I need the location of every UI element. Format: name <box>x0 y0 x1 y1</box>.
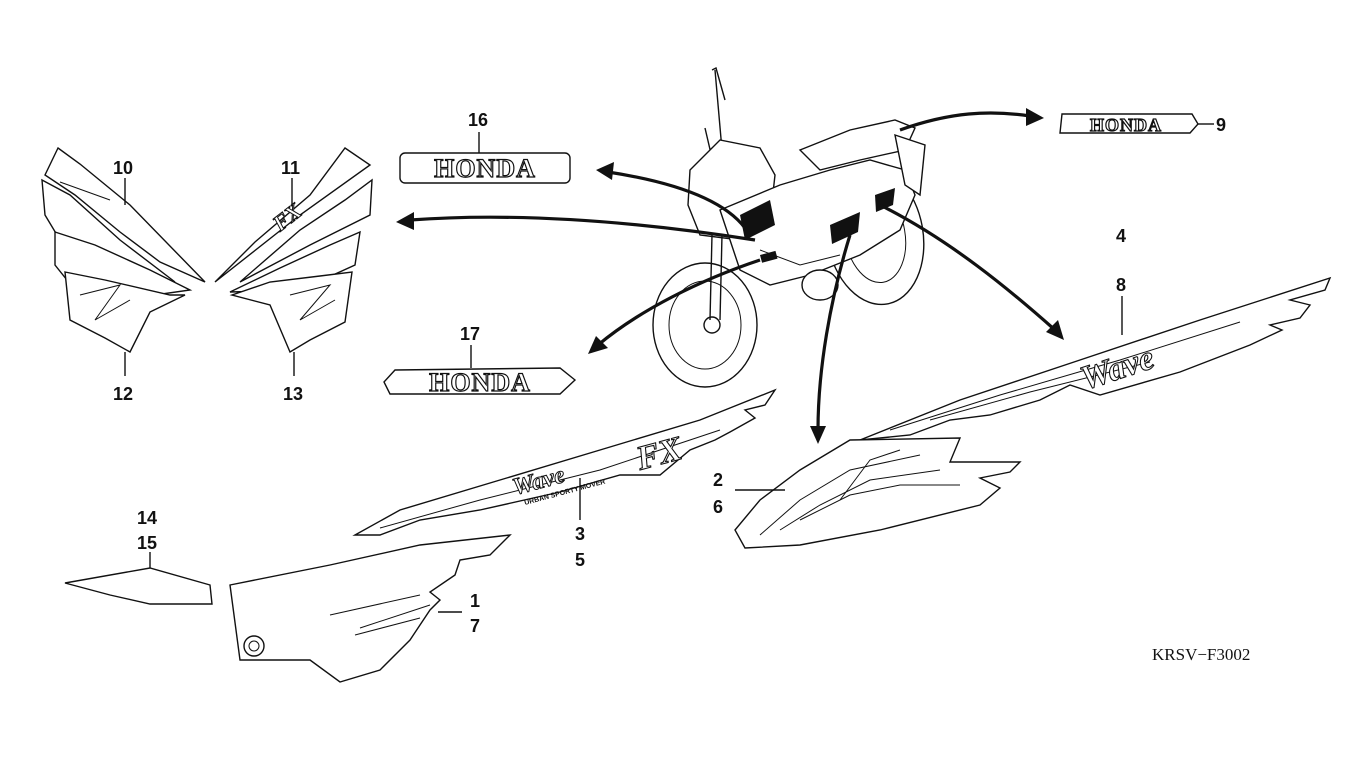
callout-12: 12 <box>113 384 133 404</box>
stripe-14-15 <box>64 567 213 605</box>
emblem-9: HONDA <box>1059 113 1199 136</box>
callout-16: 16 <box>468 110 488 130</box>
callout-arrows <box>396 108 1064 444</box>
callout-6: 6 <box>713 497 723 517</box>
callout-4: 4 <box>1116 226 1126 246</box>
callout-2: 2 <box>713 470 723 490</box>
callout-9: 9 <box>1216 115 1226 135</box>
callout-14: 14 <box>137 508 157 528</box>
callout-10: 10 <box>113 158 133 178</box>
emblem-17-text: HONDA <box>429 368 531 397</box>
stripe-4-8: Wave <box>859 276 1332 441</box>
emblem-16: HONDA <box>399 152 571 184</box>
callout-17: 17 <box>460 324 480 344</box>
callout-8: 8 <box>1116 275 1126 295</box>
emblem-16-text: HONDA <box>434 154 536 183</box>
motorcycle-illustration <box>652 66 926 388</box>
callout-13: 13 <box>283 384 303 404</box>
emblem-9-text: HONDA <box>1090 115 1162 135</box>
stripe-1-7 <box>229 534 512 683</box>
callout-15: 15 <box>137 533 157 553</box>
diagram-reference-code: KRSV−F3002 <box>1152 645 1250 664</box>
callout-11: 11 <box>281 158 300 178</box>
stripe-11-13-right: FX <box>214 147 373 354</box>
emblem-17: HONDA <box>383 367 577 398</box>
callout-5: 5 <box>575 550 585 570</box>
stripe-2-6 <box>734 437 1022 549</box>
callout-1: 1 <box>470 591 480 611</box>
stripe-3-5: Wave FX URBAN SPORTY MOVER <box>352 388 777 536</box>
stripe-10-12-left <box>41 146 206 353</box>
callout-7: 7 <box>470 616 480 636</box>
callout-3: 3 <box>575 524 585 544</box>
